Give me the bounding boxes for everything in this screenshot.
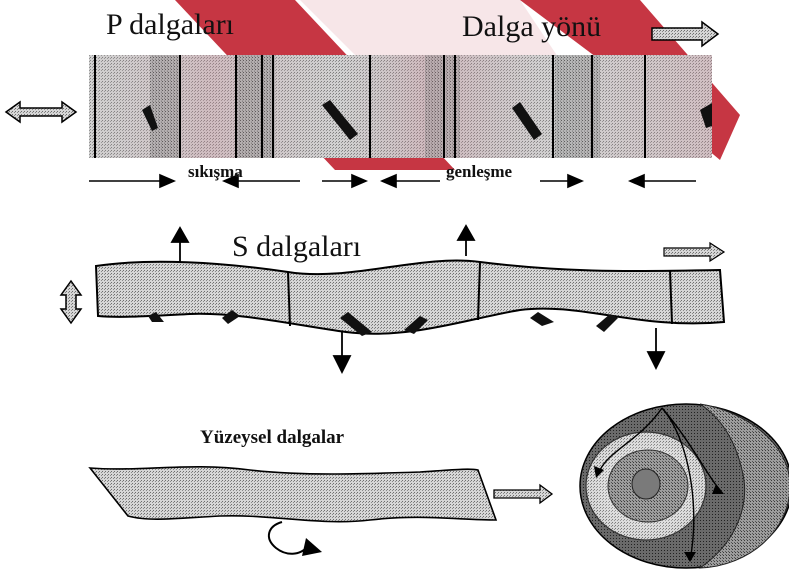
p-wave-arrows [89, 175, 696, 187]
compression-label: sıkışma [188, 163, 243, 180]
rotation-arrow-icon [269, 522, 322, 556]
surface-direction-arrow-icon [494, 485, 552, 503]
s-direction-arrow-icon [664, 243, 724, 261]
s-wave-band [96, 261, 724, 336]
s-waves-title: S dalgaları [232, 232, 361, 262]
earth-cross-section-icon [580, 404, 789, 568]
p-wave-band [89, 55, 712, 158]
surface-waves-title: Yüzeysel dalgalar [200, 428, 344, 447]
expansion-label: genleşme [446, 163, 512, 180]
p-waves-title: P dalgaları [106, 10, 234, 40]
double-arrow-horizontal-icon [6, 102, 76, 122]
wave-direction-label: Dalga yönü [462, 12, 601, 42]
surface-wave-band [90, 467, 496, 522]
double-arrow-vertical-icon [61, 281, 81, 323]
